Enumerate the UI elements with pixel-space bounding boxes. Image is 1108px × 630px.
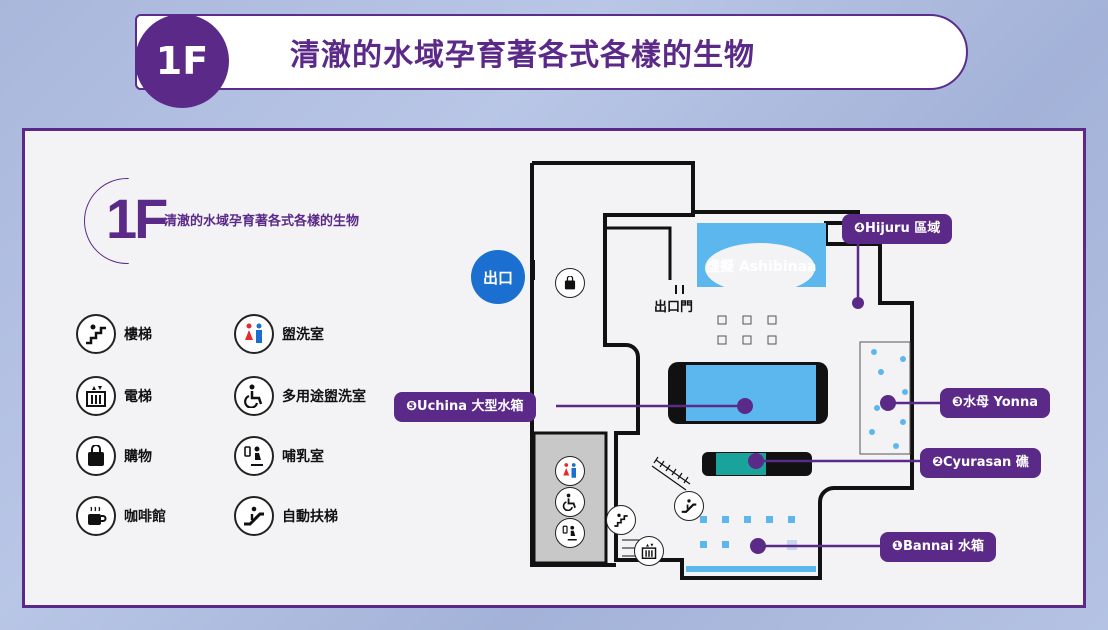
legend-label: 購物 [124, 449, 152, 465]
legend-label: 樓梯 [124, 327, 152, 343]
legend-floor-label: 1F [106, 187, 168, 250]
legend-label: 自動扶梯 [282, 509, 338, 525]
exit-gate-marks [675, 285, 684, 294]
west-wall [530, 163, 616, 567]
exit-gate-label: 出口門 [654, 300, 694, 315]
jellyfish-dots [869, 349, 908, 449]
elevator-icon [634, 536, 664, 566]
inner-wall [605, 226, 672, 280]
legend-label: 哺乳室 [282, 449, 324, 465]
callout-uchina[interactable]: ❺Uchina 大型水箱 [394, 392, 536, 422]
yonna-area [859, 341, 911, 455]
legend-item-cafe: 咖啡館 [76, 496, 166, 536]
stairs-icon [606, 505, 636, 535]
legend-label: 盥洗室 [282, 327, 324, 343]
callout-cyurasan[interactable]: ❷Cyurasan 礁 [920, 448, 1041, 478]
shopping-bag-icon [76, 436, 116, 476]
ashibinaa-floor [705, 243, 815, 293]
escalator-icon [674, 491, 704, 521]
nursing-room-icon [555, 518, 585, 548]
stairs [651, 456, 691, 491]
legend-item-shopping: 購物 [76, 436, 152, 476]
callout-hijuru[interactable]: ❹Hijuru 區域 [842, 214, 953, 244]
elevator-icon [76, 376, 116, 416]
header-banner [135, 14, 968, 90]
cafe-tables [717, 315, 777, 345]
outer-wall [532, 161, 914, 580]
restroom-icon [234, 314, 274, 354]
legend-item-stairs: 樓梯 [76, 314, 152, 354]
accessible-restroom-icon [234, 376, 274, 416]
callout-yonna[interactable]: ❸水母 Yonna [940, 388, 1050, 418]
restroom-icon [555, 456, 585, 486]
legend-label: 咖啡館 [124, 509, 166, 525]
escalator-icon [234, 496, 274, 536]
legend-item-restroom: 盥洗室 [234, 314, 324, 354]
callout-bannai[interactable]: ❶Bannai 水箱 [880, 532, 996, 562]
legend-item-elevator: 電梯 [76, 376, 152, 416]
nursing-room-icon [234, 436, 274, 476]
legend-subtitle: 清澈的水域孕育著各式各樣的生物 [164, 214, 360, 229]
coffee-cup-icon [76, 496, 116, 536]
stairs-icon [76, 314, 116, 354]
legend-item-nursing-room: 哺乳室 [234, 436, 324, 476]
uchina-tank-water [686, 365, 816, 421]
accessible-restroom-icon [555, 487, 585, 517]
shop-icon [555, 268, 585, 298]
exit-badge: 出口 [471, 250, 525, 304]
legend-label: 多用途盥洗室 [282, 389, 366, 405]
page-title: 清澈的水域孕育著各式各樣的生物 [290, 38, 755, 73]
ashibinaa-label: 虛擬 Ashibinaa [706, 259, 817, 275]
floor-badge: 1F [135, 14, 229, 108]
legend-item-escalator: 自動扶梯 [234, 496, 338, 536]
legend-item-accessible-restroom: 多用途盥洗室 [234, 376, 366, 416]
legend-label: 電梯 [124, 389, 152, 405]
